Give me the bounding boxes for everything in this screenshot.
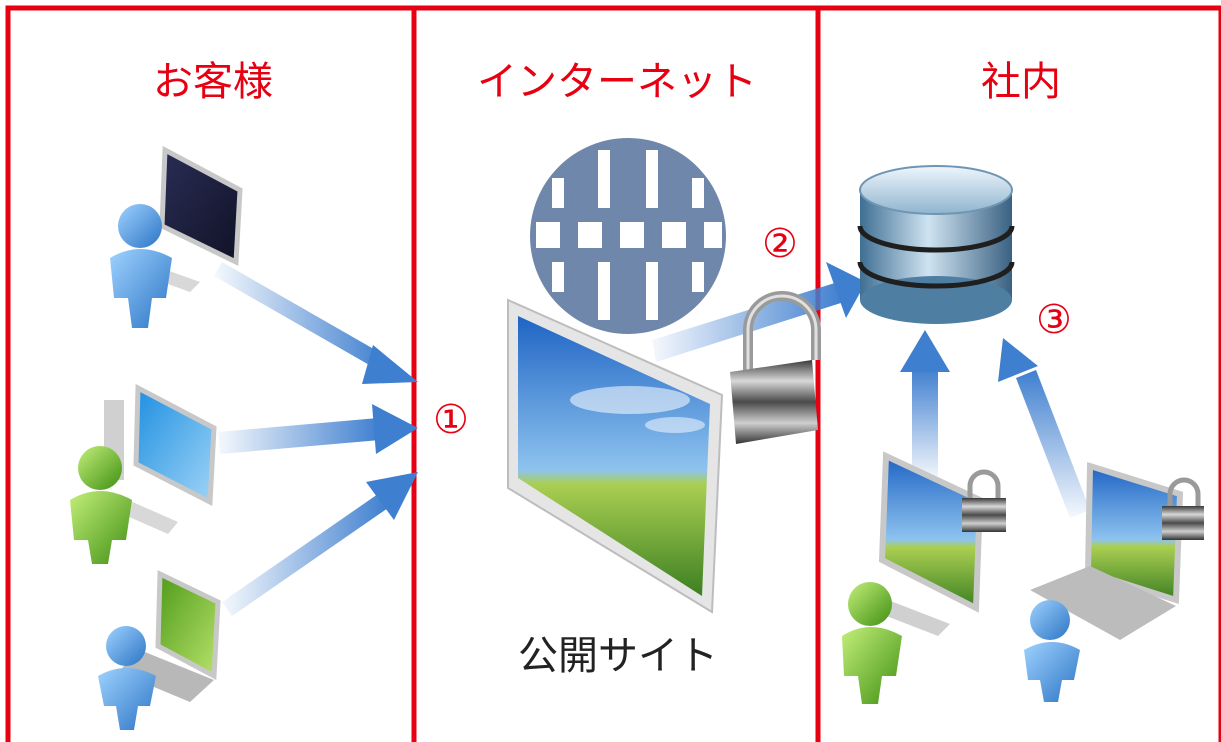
arrow-internal-left <box>912 368 938 480</box>
padlock-icon <box>730 291 821 444</box>
user-icon <box>1024 600 1080 702</box>
internal-laptop <box>1024 461 1204 702</box>
heading-company: 社内 <box>981 59 1061 105</box>
heading-internet: インターネット <box>477 59 757 105</box>
internal-arrows <box>900 330 1090 518</box>
user-icon <box>842 582 902 704</box>
arrow-internal-left-head <box>900 330 950 372</box>
user-icon <box>98 626 156 730</box>
user-icon <box>110 204 172 328</box>
public-site-caption: 公開サイト <box>518 633 718 679</box>
public-site-screen <box>507 298 724 614</box>
globe-icon <box>530 138 726 334</box>
laptop-icon <box>155 570 221 681</box>
internal-desktop <box>842 451 1006 704</box>
database-icon <box>857 165 1015 324</box>
desktop-computer-icon <box>133 383 217 506</box>
arrow-customer-bottom <box>222 494 388 616</box>
arrow-customer-top-head <box>362 345 418 384</box>
laptop-icon <box>1084 461 1184 605</box>
arrow-customer-middle <box>218 418 380 454</box>
arrow-customer-middle-head <box>372 404 418 454</box>
desktop-computer-icon <box>159 145 243 266</box>
customer-desktop-1 <box>110 145 243 328</box>
heading-customers: お客様 <box>153 59 273 105</box>
customer-desktop-2 <box>70 383 217 564</box>
arrow-internal-right <box>1016 370 1090 518</box>
arrow-customer-top <box>214 262 386 370</box>
marker-one: ① <box>433 397 469 443</box>
customer-arrows <box>214 262 418 616</box>
marker-two: ② <box>762 221 798 267</box>
desktop-computer-icon <box>878 451 984 613</box>
marker-three: ③ <box>1036 297 1072 343</box>
arrow-internal-right-head <box>998 338 1038 382</box>
column-borders <box>5 5 1221 742</box>
user-icon <box>70 446 132 564</box>
customer-laptop-3 <box>98 570 221 730</box>
arrow-customer-bottom-head <box>366 472 418 520</box>
